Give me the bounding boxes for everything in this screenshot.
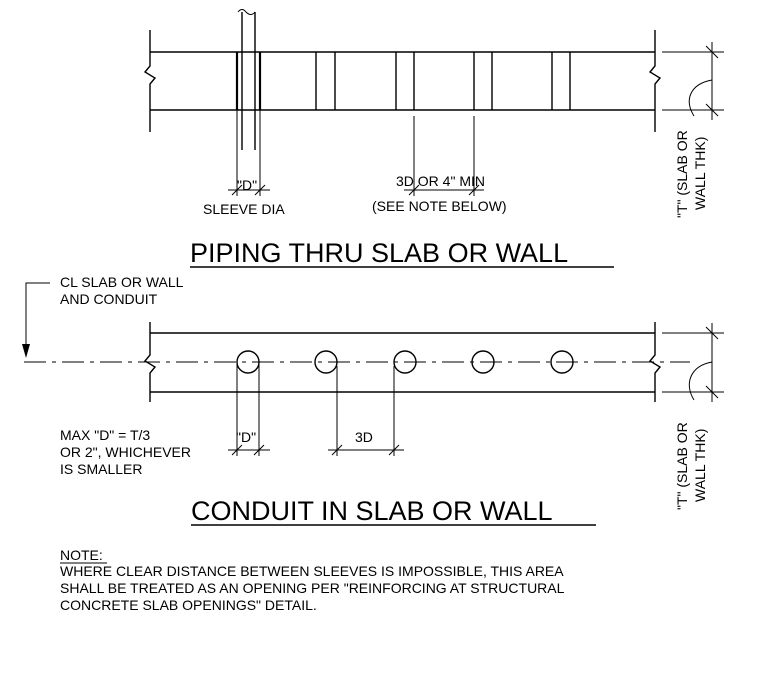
conduit-left-break-line: [143, 322, 157, 402]
cl-leader-arrow: [22, 282, 50, 358]
note-line1: WHERE CLEAR DISTANCE BETWEEN SLEEVES IS …: [60, 563, 564, 579]
conduit-right-break-line: [648, 322, 662, 402]
max-d-line3: IS SMALLER: [60, 461, 142, 477]
cl-label-line1: CL SLAB OR WALL: [60, 274, 184, 290]
conduit-circle-4: [471, 350, 495, 374]
conduit-dia-dimension: [228, 362, 270, 456]
sleeve-with-pipe: [235, 9, 262, 150]
thickness-label-line2: WALL THK): [692, 137, 708, 210]
conduit-circle-3: [393, 350, 417, 374]
sleeve-3: [395, 52, 415, 110]
piping-title: PIPING THRU SLAB OR WALL: [190, 238, 568, 268]
sleeve-5: [551, 52, 571, 110]
conduit-thickness-line1: "T" (SLAB OR: [674, 422, 690, 510]
conduit-thickness-line2: WALL THK): [692, 429, 708, 502]
conduit-circle-2: [314, 350, 338, 374]
conduit-d-label: "D": [236, 429, 256, 445]
sleeve-d-label: "D": [237, 177, 257, 193]
conduit-thickness-dimension: [662, 323, 724, 402]
conduit-title: CONDUIT IN SLAB OR WALL: [191, 496, 553, 526]
max-d-line2: OR 2", WHICHEVER: [60, 444, 191, 460]
spacing-label-line1: 3D OR 4" MIN: [396, 173, 485, 189]
conduit-detail: CL SLAB OR WALL AND CONDUIT "D": [22, 274, 724, 526]
sleeve-spacing-dimension: [404, 116, 484, 196]
conduit-spacing-dimension: [328, 366, 404, 456]
sleeve-4: [473, 52, 493, 110]
spacing-label-line2: (SEE NOTE BELOW): [372, 198, 507, 214]
conduit-circle-5: [550, 350, 574, 374]
sleeve-2: [315, 52, 336, 110]
note-heading: NOTE:: [60, 547, 103, 563]
sleeve-dia-label: SLEEVE DIA: [203, 201, 285, 217]
sleeve-dia-dimension: [228, 110, 270, 196]
note-line2: SHALL BE TREATED AS AN OPENING PER "REIN…: [60, 580, 565, 596]
note-line3: CONCRETE SLAB OPENINGS" DETAIL.: [60, 597, 317, 613]
cl-label-line2: AND CONDUIT: [60, 291, 158, 307]
right-break-line: [648, 30, 662, 132]
max-d-line1: MAX "D" = T/3: [60, 427, 150, 443]
note-block: NOTE: WHERE CLEAR DISTANCE BETWEEN SLEEV…: [60, 547, 565, 613]
conduit-spacing-label: 3D: [355, 429, 373, 445]
thickness-dimension: [662, 42, 724, 120]
thickness-label-line1: "T" (SLAB OR: [674, 130, 690, 218]
left-break-line: [143, 30, 157, 132]
piping-detail: "D" SLEEVE DIA 3D OR 4" MIN (SEE NOTE BE…: [143, 9, 724, 268]
